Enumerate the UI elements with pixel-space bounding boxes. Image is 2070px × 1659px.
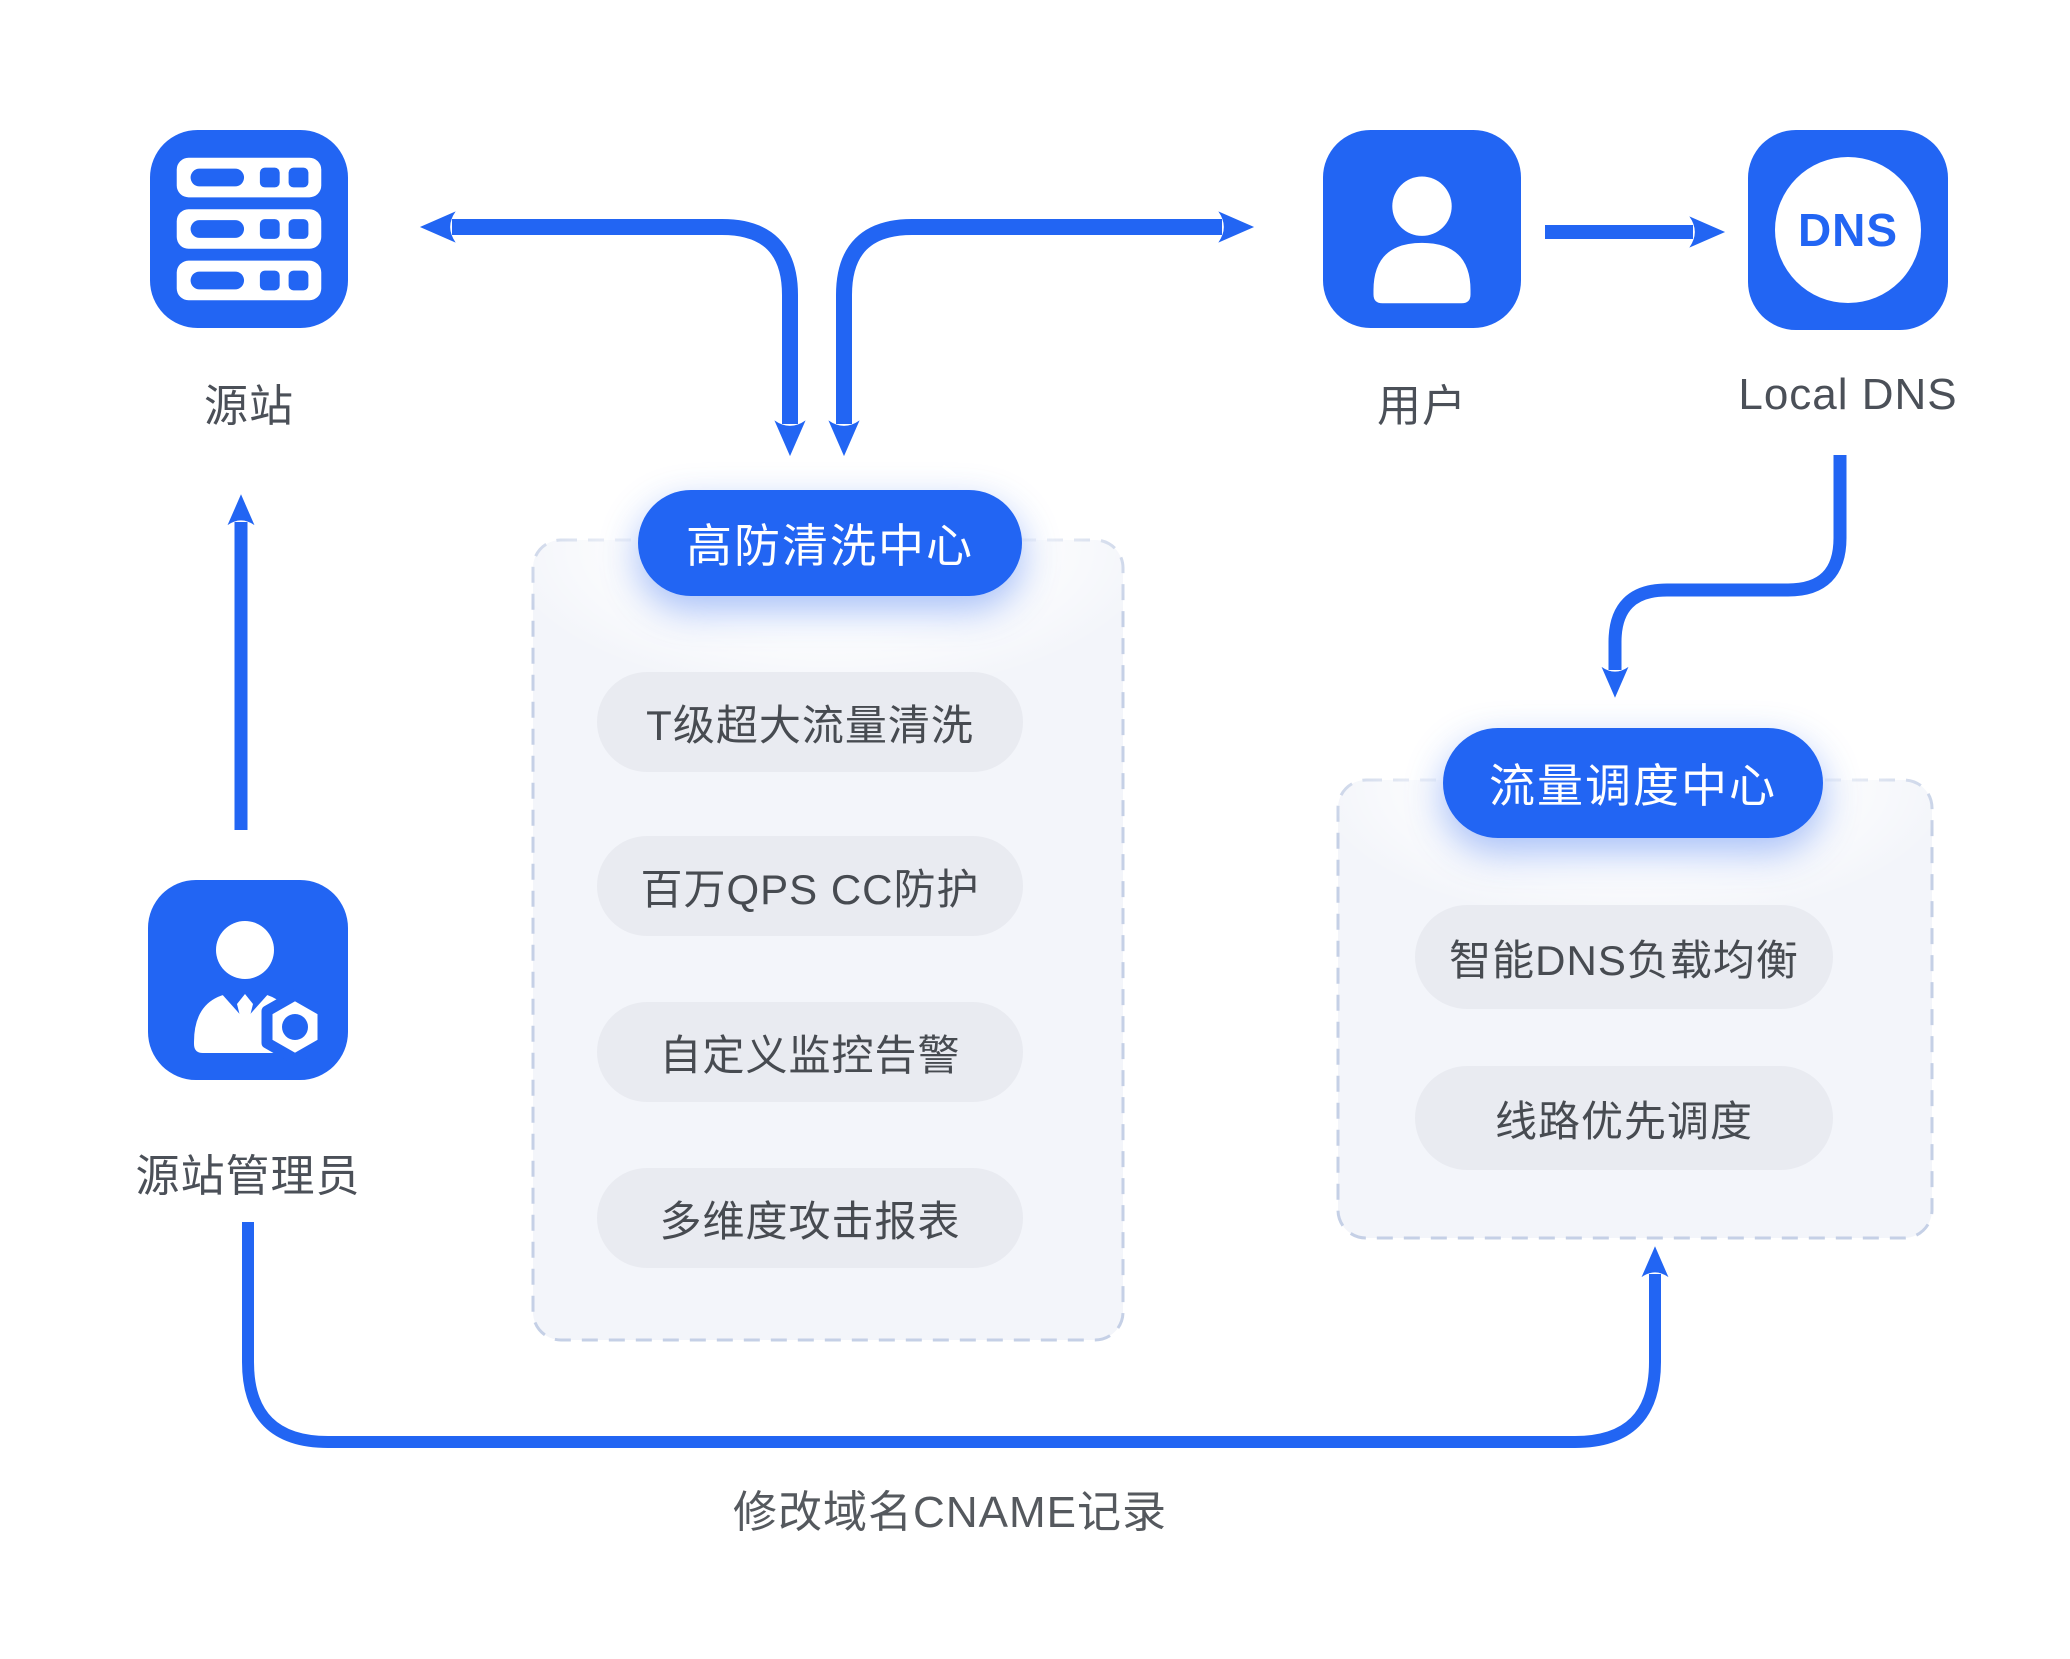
user-icon — [1323, 130, 1521, 328]
origin-server-icon — [150, 130, 348, 328]
scheduling-item-dns-load-balancing: 智能DNS负载均衡 — [1415, 905, 1833, 1009]
cleaning-item-traffic-scrubbing: T级超大流量清洗 — [597, 672, 1023, 772]
scheduling-center-title-pill: 流量调度中心 — [1443, 728, 1823, 838]
arrow-cleaning-to-origin — [419, 211, 806, 457]
user-label: 用户 — [1377, 382, 1467, 431]
cleaning-center-title-pill: 高防清洗中心 — [638, 490, 1022, 596]
origin-server-label: 源站 — [204, 382, 294, 431]
cname-record-annotation: 修改域名CNAME记录 — [733, 1488, 1167, 1537]
scheduling-item-line-priority: 线路优先调度 — [1415, 1066, 1833, 1170]
local-dns-label: Local DNS — [1738, 370, 1958, 419]
arrow-localdns-to-scheduling — [1601, 455, 1847, 698]
origin-admin-icon — [148, 880, 348, 1080]
cleaning-item-attack-reports: 多维度攻击报表 — [597, 1168, 1023, 1268]
local-dns-icon: DNS — [1748, 130, 1948, 330]
dns-icon-text: DNS — [1798, 204, 1898, 256]
origin-admin-label: 源站管理员 — [135, 1152, 361, 1201]
cleaning-item-cc-protection: 百万QPS CC防护 — [597, 836, 1023, 936]
arrow-admin-to-scheduling-cname — [242, 1222, 1669, 1448]
cleaning-item-custom-alerts: 自定义监控告警 — [597, 1002, 1023, 1102]
arrow-cleaning-to-user — [828, 211, 1255, 457]
